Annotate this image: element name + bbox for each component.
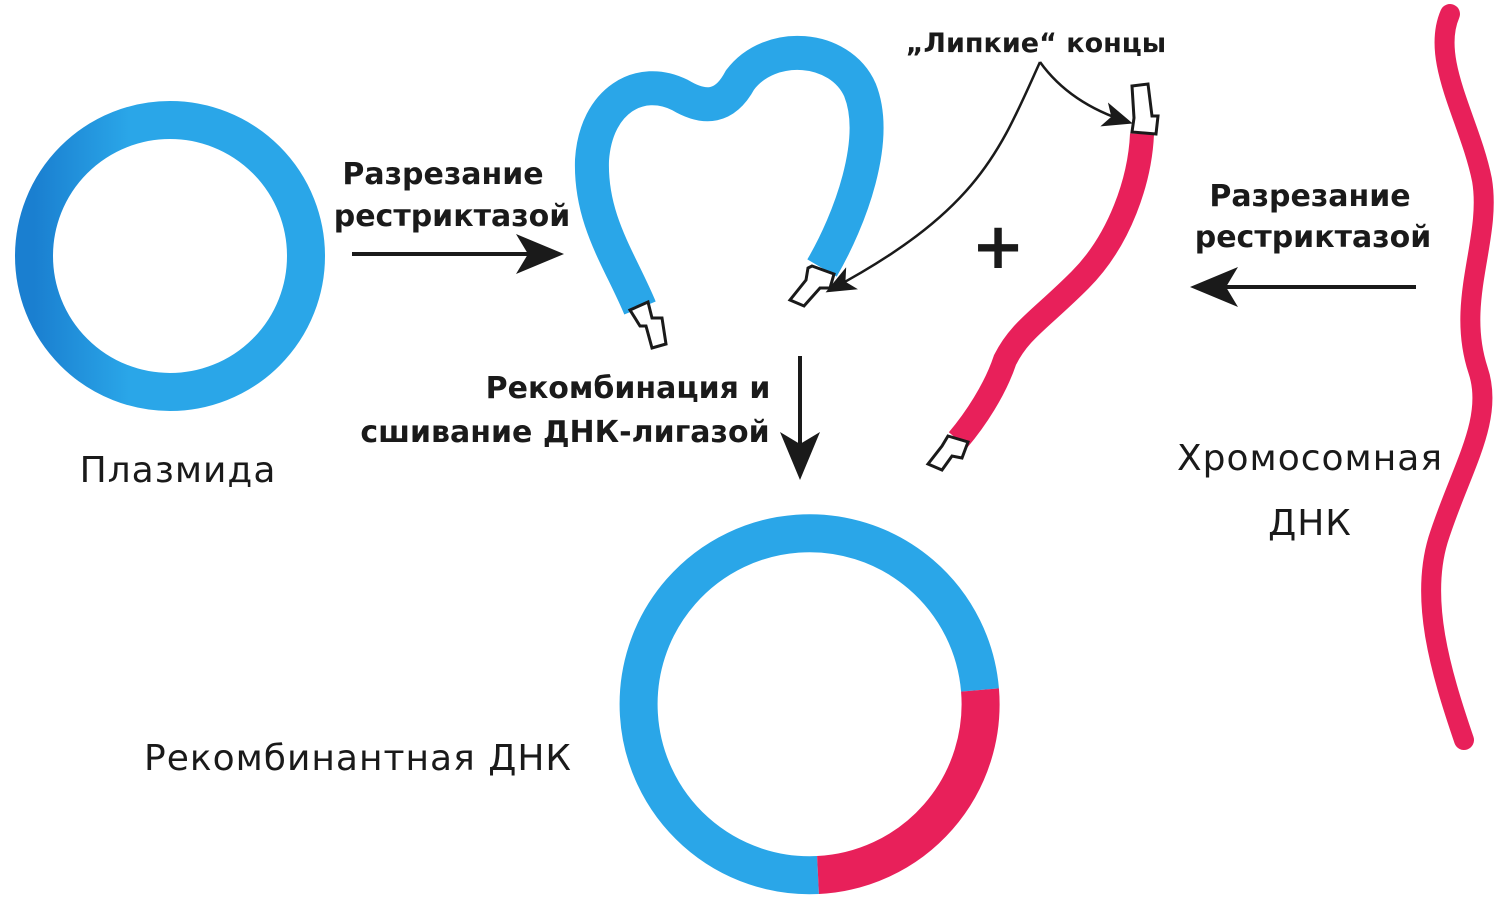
- sticky-ends-label: „Липкие“ концы: [906, 28, 1166, 59]
- plasmid-sticky-end-right: [787, 264, 836, 308]
- plasmid-label: Плазмида: [80, 450, 277, 491]
- plasmid-sticky-end-left: [627, 299, 668, 350]
- cut-right-label-line1: Разрезание: [1209, 179, 1410, 214]
- cut-left-label-line2: рестриктазой: [334, 199, 571, 234]
- sticky-ends-pointer-right: [1038, 61, 1133, 127]
- recombination-label-line1: Рекомбинация и: [486, 371, 771, 406]
- plasmid-ring: [15, 101, 325, 411]
- fragment-sticky-end-bottom: [925, 434, 970, 472]
- opened-plasmid-strand: [574, 35, 884, 315]
- recombinant-ring-insert-part: [816, 688, 1000, 894]
- recombination-label-line2: сшивание ДНК-лигазой: [360, 415, 769, 450]
- chromosomal-dna-label-line2: ДНК: [1268, 503, 1352, 544]
- chromosomal-fragment-strand: [948, 133, 1154, 448]
- chromosomal-dna-strand: [1421, 4, 1494, 750]
- cut-left-label-line1: Разрезание: [342, 157, 543, 192]
- recombinant-ring-plasmid-part: [619, 514, 999, 895]
- fragment-sticky-end-top: [1130, 82, 1160, 136]
- chromosomal-dna-label-line1: Хромосомная: [1177, 438, 1443, 479]
- plus-sign: +: [971, 210, 1025, 284]
- recombinant-dna-label: Рекомбинантная ДНК: [144, 738, 572, 779]
- cut-right-label-line2: рестриктазой: [1195, 220, 1432, 255]
- sticky-ends-pointer-left: [825, 61, 1042, 293]
